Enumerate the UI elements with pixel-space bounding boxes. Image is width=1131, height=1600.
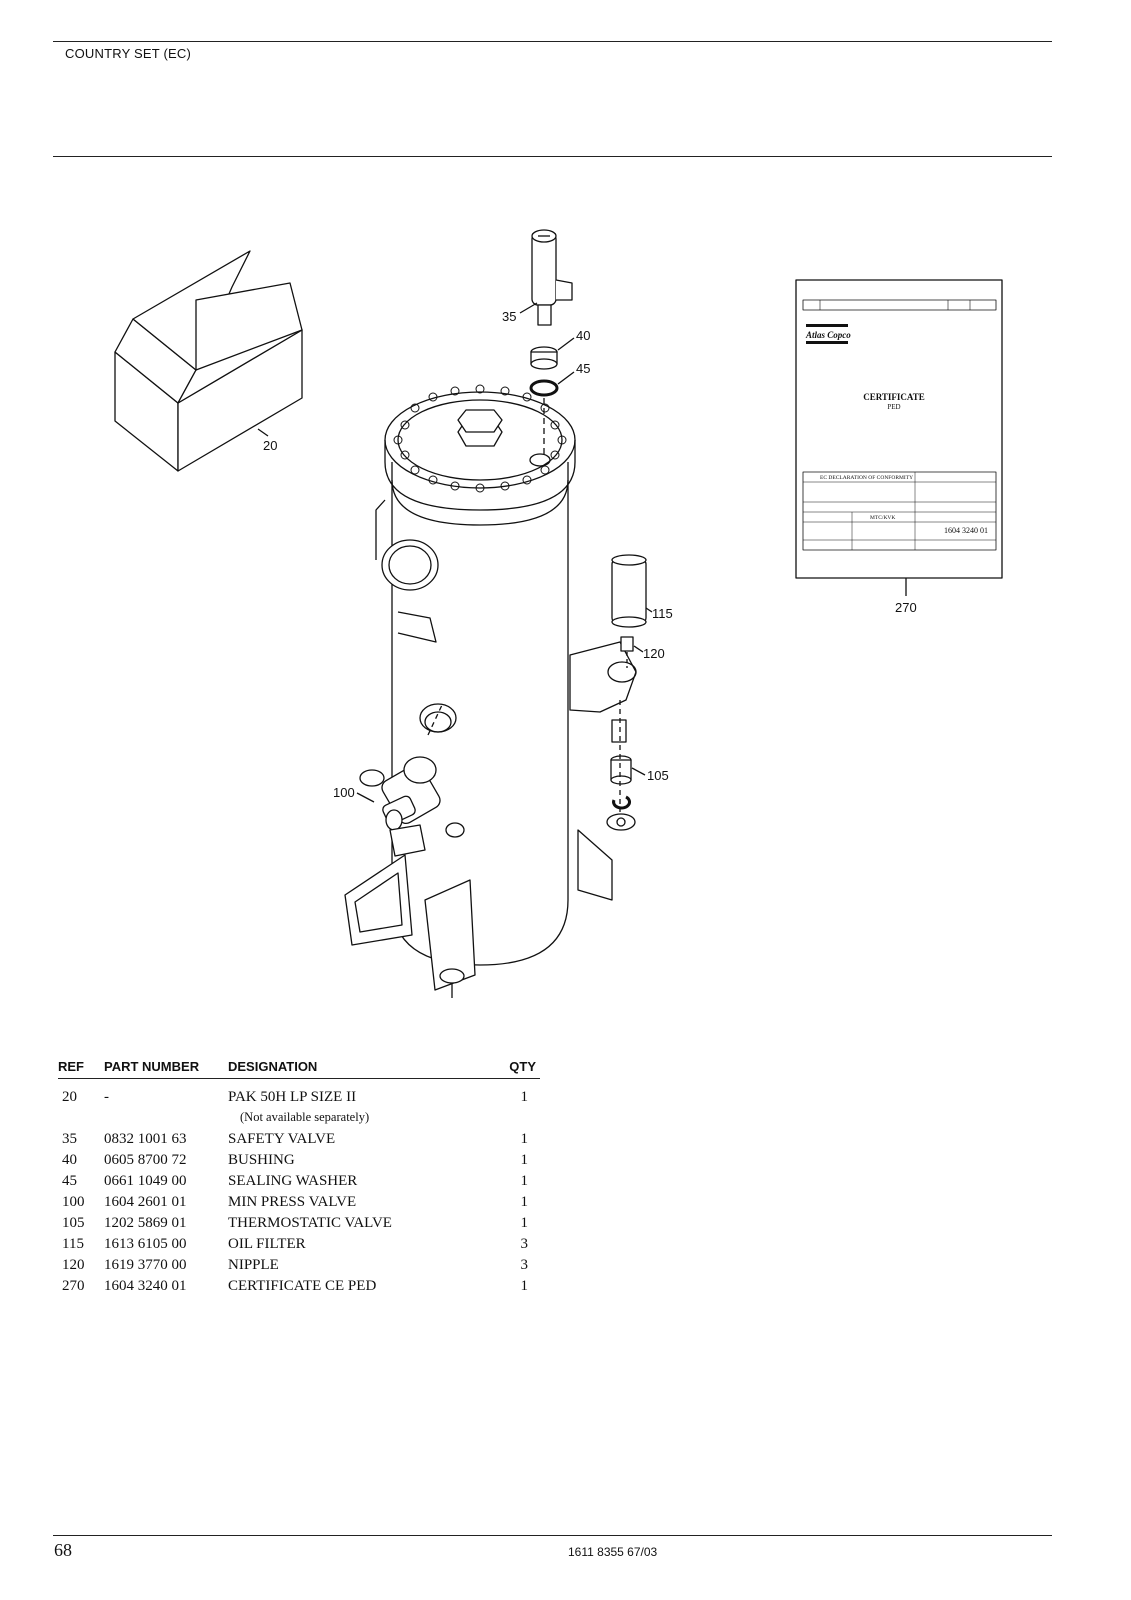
certificate-code: MTC/KVK [870,515,895,521]
ref-cell: 115 [62,1236,84,1252]
certificate-brand: Atlas Copco [805,330,851,340]
designation-cell: SEALING WASHER [228,1173,358,1189]
callout-115: 115 [652,606,673,621]
ref-cell: 35 [62,1131,77,1147]
certificate-title: CERTIFICATE [863,392,925,402]
oil-filter-illustration: 115 [611,554,673,628]
safety-valve-illustration: 35 [502,229,573,326]
qty-cell: 1 [520,1278,529,1294]
part-number-cell: 1619 3770 00 [104,1257,187,1273]
qty-cell: 3 [520,1257,529,1273]
ref-cell: 100 [62,1194,85,1210]
part-number-cell: 1604 3240 01 [104,1278,187,1294]
qty-cell: 1 [520,1152,529,1168]
washer-illustration: 45 [529,361,590,455]
part-number-cell: 1202 5869 01 [104,1215,187,1231]
table-note-row: (Not available separately) [58,1110,540,1131]
callout-20: 20 [263,438,277,453]
table-row: 100 1604 2601 01 MIN PRESS VALVE 1 [58,1194,540,1215]
exploded-parts-drawing: 20 [114,229,1003,998]
part-number-cell: 1613 6105 00 [104,1236,187,1252]
vessel-illustration [344,384,637,998]
ref-cell: 270 [62,1278,85,1294]
callout-100: 100 [333,785,355,800]
part-number-cell: 0832 1001 63 [104,1131,187,1147]
table-row: 120 1619 3770 00 NIPPLE 3 [58,1257,540,1278]
footer-rule [53,1535,1052,1536]
bushing-illustration: 40 [530,328,590,370]
designation-cell: SAFETY VALVE [228,1131,336,1147]
table-row: 40 0605 8700 72 BUSHING 1 [58,1152,540,1173]
part-number-cell: 1604 2601 01 [104,1194,187,1210]
table-row: 20 - PAK 50H LP SIZE II 1 [58,1079,540,1111]
part-number-cell: - [104,1089,109,1105]
table-row: 35 0832 1001 63 SAFETY VALVE 1 [58,1131,540,1152]
ref-cell: 45 [62,1173,77,1189]
document-number: 1611 8355 67/03 [568,1545,658,1559]
designation-cell: NIPPLE [228,1257,279,1273]
header-top-rule [53,41,1052,42]
callout-45: 45 [576,361,590,376]
designation-cell: THERMOSTATIC VALVE [228,1215,392,1231]
part-number-cell: 0605 8700 72 [104,1152,187,1168]
designation-cell: MIN PRESS VALVE [228,1194,357,1210]
table-row: 45 0661 1049 00 SEALING WASHER 1 [58,1173,540,1194]
qty-cell: 1 [520,1194,529,1210]
callout-35: 35 [502,309,516,324]
callout-40: 40 [576,328,590,343]
nipple-illustration: 120 [620,636,665,668]
ref-cell: 40 [62,1152,77,1168]
min-press-valve-illustration: 100 [333,704,465,857]
parts-table-header: REF PART NUMBER DESIGNATION QTY [58,1059,540,1079]
certificate-declaration: EC DECLARATION OF CONFORMITY [820,475,913,481]
designation-cell: CERTIFICATE CE PED [228,1278,377,1294]
table-row: 270 1604 3240 01 CERTIFICATE CE PED 1 [58,1278,540,1299]
ref-header: REF [58,1059,104,1079]
ref-cell: 120 [62,1257,85,1273]
parts-table: REF PART NUMBER DESIGNATION QTY 20 - PAK… [58,1059,540,1299]
certificate-subtitle: PED [887,403,900,411]
certificate-part-number: 1604 3240 01 [944,526,988,535]
part-number-cell: 0661 1049 00 [104,1173,187,1189]
ref-cell: 20 [62,1089,77,1105]
part-number-header: PART NUMBER [104,1059,228,1079]
page-number: 68 [54,1540,72,1560]
certificate-illustration: Atlas Copco CERTIFICATE PED EC DECLARATI… [795,279,1003,615]
section-title: COUNTRY SET (EC) [65,46,191,61]
table-row: 105 1202 5869 01 THERMOSTATIC VALVE 1 [58,1215,540,1236]
header-bottom-rule [53,156,1052,157]
designation-cell: OIL FILTER [228,1236,306,1252]
ref-cell: 105 [62,1215,85,1231]
note-cell: (Not available separately) [240,1110,370,1124]
thermostatic-valve-illustration: 105 [606,700,669,831]
qty-cell: 3 [520,1236,529,1252]
callout-270: 270 [895,600,917,615]
qty-header: QTY [490,1059,540,1079]
qty-cell: 1 [520,1173,529,1189]
qty-cell: 1 [520,1131,529,1147]
table-row: 115 1613 6105 00 OIL FILTER 3 [58,1236,540,1257]
qty-cell: 1 [520,1089,529,1105]
designation-header: DESIGNATION [228,1059,491,1079]
designation-cell: PAK 50H LP SIZE II [228,1089,357,1105]
designation-cell: BUSHING [228,1152,295,1168]
callout-105: 105 [647,768,669,783]
callout-120: 120 [643,646,665,661]
cardboard-box-illustration: 20 [114,250,303,472]
qty-cell: 1 [520,1215,529,1231]
